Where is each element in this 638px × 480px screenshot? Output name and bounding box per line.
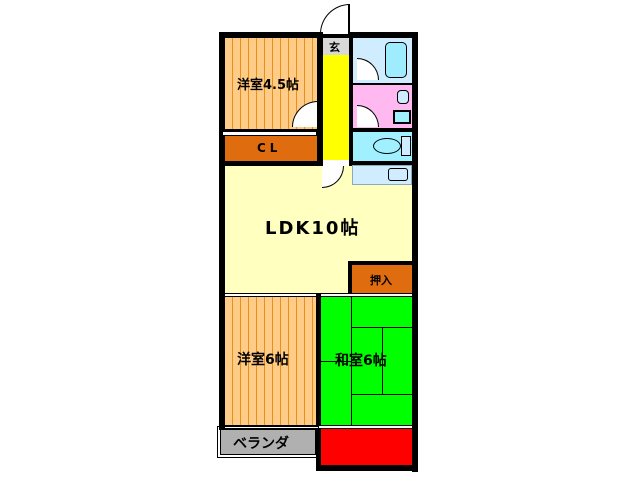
wall-cl-bottom xyxy=(219,161,323,166)
sink-icon xyxy=(397,90,409,104)
wall-cl-top xyxy=(225,129,317,131)
tatami-line xyxy=(351,327,412,328)
tatami-line xyxy=(321,361,351,362)
western-room-4.5-label: 洋室4.5帖 xyxy=(237,78,300,93)
ldk-label: LDK10帖 xyxy=(265,218,361,239)
wall-bottom xyxy=(316,465,418,471)
bathroom xyxy=(353,38,412,83)
tatami-line xyxy=(351,394,412,395)
western-room-6-label: 洋室6帖 xyxy=(237,352,289,368)
washroom-door[interactable] xyxy=(357,105,379,127)
bathtub-icon xyxy=(385,42,407,78)
tatami-line xyxy=(382,327,383,394)
storage-label: 押入 xyxy=(370,274,392,287)
toilet-tank-icon xyxy=(401,136,411,156)
storage-wall-left xyxy=(348,261,352,293)
wall-cl-strip xyxy=(222,131,317,136)
outer-wall-right xyxy=(412,32,418,472)
entrance-door[interactable] xyxy=(320,4,350,34)
wall-bath xyxy=(353,83,412,85)
wall-toilet xyxy=(353,128,412,132)
wall-kitchen-top xyxy=(349,161,418,165)
closet: CL xyxy=(225,136,317,161)
toilet-bowl-icon xyxy=(373,138,401,154)
window-strip xyxy=(225,425,412,429)
washroom xyxy=(353,85,412,128)
balcony-label: ベランダ xyxy=(233,436,289,452)
storage-wall xyxy=(348,261,418,265)
corridor-wall-left xyxy=(317,32,323,166)
entrance-label: 玄 xyxy=(329,41,340,54)
stove-icon xyxy=(388,168,408,181)
washer-icon xyxy=(393,110,411,124)
japanese-room-label: 和室6帖 xyxy=(335,353,387,369)
corridor xyxy=(323,55,349,160)
corridor-wall-right xyxy=(349,32,353,166)
balcony: ベランダ xyxy=(217,426,319,458)
closet-label: CL xyxy=(257,141,282,155)
kitchen-counter xyxy=(352,165,412,185)
japanese-room: 和室6帖 xyxy=(321,297,412,425)
storage: 押入 xyxy=(352,265,412,293)
bath-door[interactable] xyxy=(357,58,379,80)
balcony-red xyxy=(321,429,412,465)
toilet xyxy=(353,132,412,161)
outer-wall-left xyxy=(219,32,225,430)
entrance: 玄 xyxy=(323,38,349,55)
wall-between-rooms xyxy=(316,293,321,465)
western-room-6: 洋室6帖 xyxy=(225,297,316,425)
tatami-line xyxy=(351,297,352,425)
